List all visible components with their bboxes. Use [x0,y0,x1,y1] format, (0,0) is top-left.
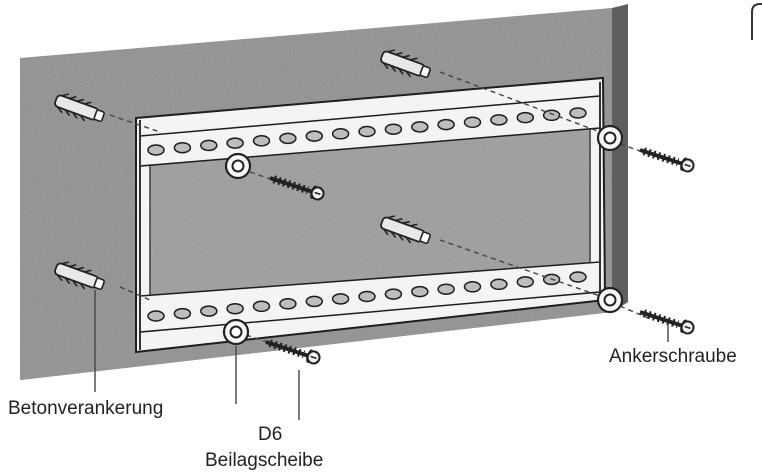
rail-slot [516,276,535,288]
rail-slot [147,310,165,322]
rail-slot [200,305,218,317]
rail-slot [173,307,192,320]
rail-slot [226,137,244,149]
rail-slot [331,293,350,305]
rail-slot [279,132,297,145]
mounting-bracket [135,76,607,354]
rail-slot [516,111,535,124]
rail-slot [305,130,324,142]
rail-slot [226,302,244,315]
rail-slot [569,107,587,119]
anchor-screw-label: Ankerschraube [609,346,737,367]
top-rail-slots [147,107,587,156]
rail-slot [252,300,271,313]
rail-slot [331,128,350,140]
washer-size-label: D6 [258,424,283,445]
rail-slot [490,278,508,291]
rail-slot [305,295,324,308]
rail-slot [437,283,455,295]
rail-slot [384,288,403,300]
rail-slot [358,125,376,138]
rail-slot [200,139,218,152]
bottom-rail-slots [147,271,587,322]
rail-slot [252,135,271,147]
leader-lines [94,290,669,420]
rail-slot [279,298,297,310]
rail-slot [384,123,403,135]
rail-slot [437,118,455,131]
rail-slot [411,121,429,133]
washer-label: Beilagscheibe [205,450,324,471]
rail-slot [463,116,482,129]
rail-slot [463,281,482,293]
rail-slot [569,271,587,283]
rail-slot [358,290,376,303]
concrete-anchor-label: Betonverankerung [8,398,164,419]
rail-slot [147,144,165,156]
rail-slot [411,285,429,298]
rail-slot [542,109,561,122]
corner-frame [751,3,762,40]
rail-slot [173,141,192,154]
rail-slot [490,114,508,126]
